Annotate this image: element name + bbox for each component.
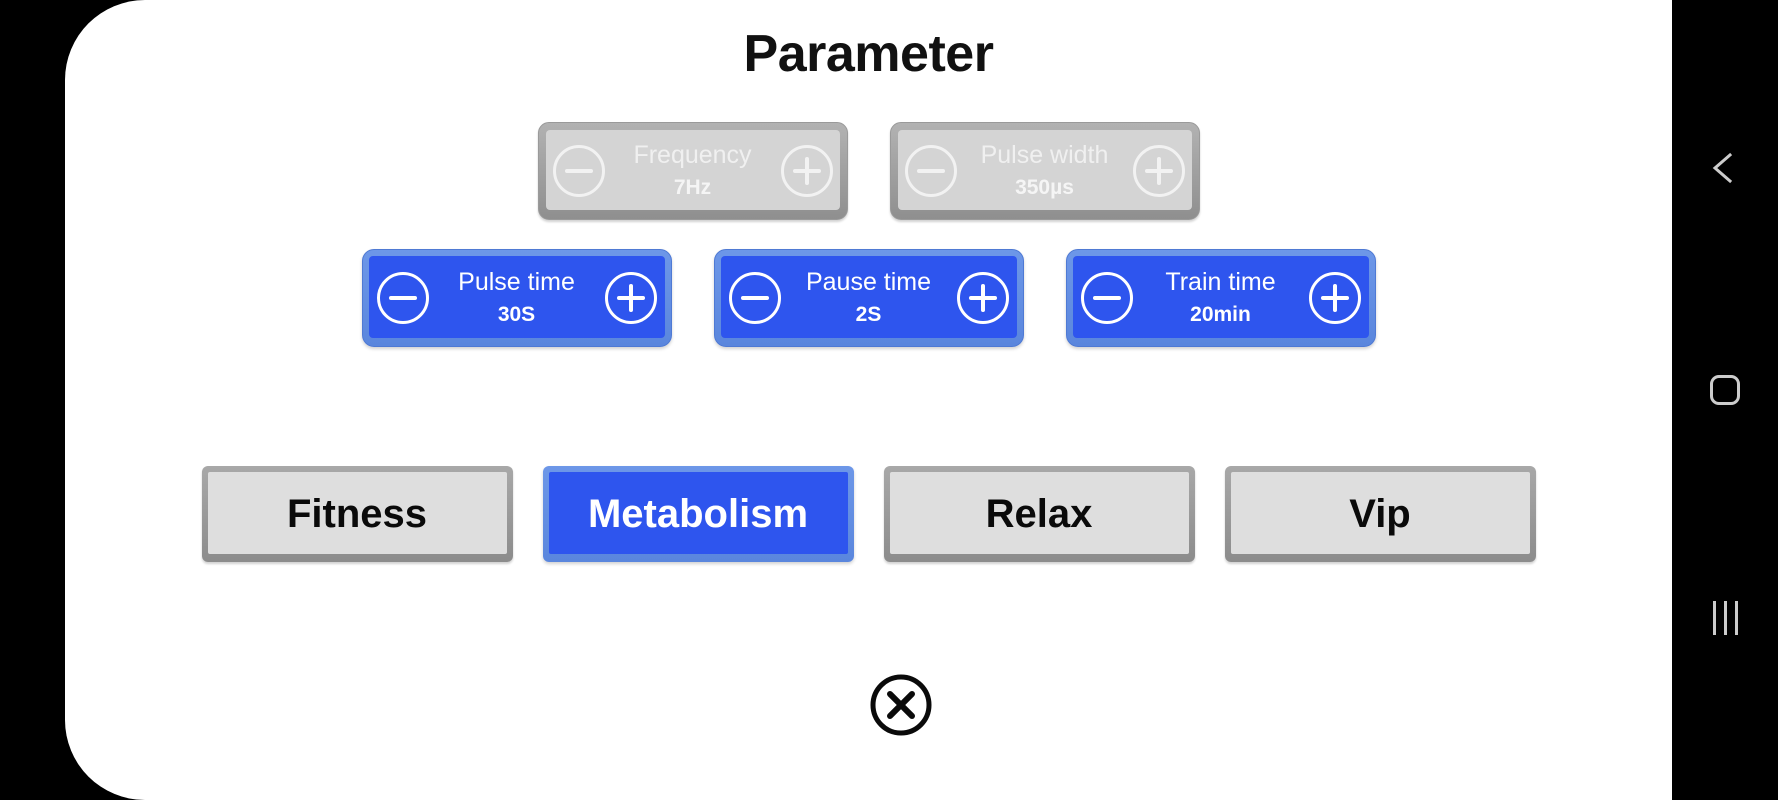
stepper-label: Pulse time bbox=[458, 267, 575, 296]
chevron-left-icon bbox=[1703, 146, 1747, 195]
stepper-center: Pulse time 30S bbox=[429, 268, 605, 328]
decrement-train-time-button[interactable] bbox=[1080, 272, 1133, 324]
close-circle-icon bbox=[868, 672, 934, 738]
bar-horizontal bbox=[388, 296, 417, 300]
home-square-icon bbox=[1710, 375, 1740, 405]
mode-button-row: Fitness Metabolism Relax Vip bbox=[65, 466, 1672, 562]
nav-recents-button[interactable] bbox=[1672, 588, 1778, 648]
mode-button-vip[interactable]: Vip bbox=[1224, 466, 1536, 562]
bar-horizontal bbox=[916, 169, 945, 173]
stepper-center: Frequency 7Hz bbox=[605, 141, 781, 201]
stepper-center: Train time 20min bbox=[1133, 268, 1309, 328]
stepper-frequency[interactable]: Frequency 7Hz bbox=[537, 122, 848, 220]
stepper-label: Pause time bbox=[805, 267, 932, 296]
increment-pulse-time-button[interactable] bbox=[604, 272, 657, 324]
stepper-pulse-width[interactable]: Pulse width 350µs bbox=[889, 122, 1200, 220]
bar-horizontal bbox=[1092, 296, 1121, 300]
stepper-label: Train time bbox=[1165, 267, 1276, 296]
bar-vertical bbox=[804, 157, 809, 185]
increment-pause-time-button[interactable] bbox=[956, 272, 1009, 324]
mode-button-face bbox=[207, 472, 507, 554]
close-button[interactable] bbox=[868, 672, 934, 738]
nav-back-button[interactable] bbox=[1672, 140, 1778, 200]
mode-button-fitness[interactable]: Fitness bbox=[201, 466, 513, 562]
increment-frequency-button[interactable] bbox=[780, 145, 833, 197]
recents-bars-icon bbox=[1712, 601, 1738, 635]
stepper-row-bottom: Pulse time 30S Pause time 2S Train time 20min bbox=[65, 249, 1672, 347]
stepper-label: Frequency bbox=[633, 140, 752, 169]
bar-horizontal bbox=[740, 296, 769, 300]
mode-button-relax[interactable]: Relax bbox=[883, 466, 1195, 562]
nav-home-button[interactable] bbox=[1672, 360, 1778, 420]
decrement-pause-time-button[interactable] bbox=[728, 272, 781, 324]
decrement-pulse-width-button[interactable] bbox=[904, 145, 957, 197]
app-sheet: Parameter Frequency 7Hz Pulse width 350µs P… bbox=[65, 0, 1672, 800]
mode-button-label: Metabolism bbox=[587, 491, 809, 536]
mode-button-label: Relax bbox=[985, 491, 1093, 536]
mode-button-face bbox=[1230, 472, 1530, 554]
increment-pulse-width-button[interactable] bbox=[1132, 145, 1185, 197]
decrement-pulse-time-button[interactable] bbox=[376, 272, 429, 324]
bar-vertical bbox=[1156, 157, 1161, 185]
stepper-row-top: Frequency 7Hz Pulse width 350µs bbox=[65, 122, 1672, 220]
bar-vertical bbox=[628, 284, 633, 312]
bar-vertical bbox=[980, 284, 985, 312]
stepper-value: 350µs bbox=[1015, 176, 1074, 200]
mode-button-metabolism[interactable]: Metabolism bbox=[542, 466, 854, 562]
stepper-value: 2S bbox=[855, 303, 882, 327]
stepper-train-time[interactable]: Train time 20min bbox=[1065, 249, 1376, 347]
android-nav-bar bbox=[1672, 0, 1778, 800]
mode-button-label: Fitness bbox=[286, 491, 428, 536]
mode-button-face bbox=[548, 472, 848, 554]
mode-button-face bbox=[889, 472, 1189, 554]
stepper-value: 20min bbox=[1190, 303, 1251, 327]
stepper-center: Pause time 2S bbox=[781, 268, 957, 328]
stepper-value: 7Hz bbox=[673, 176, 712, 200]
stepper-value: 30S bbox=[497, 303, 536, 327]
mode-button-label: Vip bbox=[1349, 491, 1411, 536]
page-title: Parameter bbox=[743, 25, 994, 83]
stepper-pause-time[interactable]: Pause time 2S bbox=[713, 249, 1024, 347]
stepper-label: Pulse width bbox=[980, 140, 1109, 169]
decrement-frequency-button[interactable] bbox=[552, 145, 605, 197]
bar-horizontal bbox=[564, 169, 593, 173]
stepper-center: Pulse width 350µs bbox=[957, 141, 1133, 201]
stepper-pulse-time[interactable]: Pulse time 30S bbox=[361, 249, 672, 347]
bar-vertical bbox=[1332, 284, 1337, 312]
increment-train-time-button[interactable] bbox=[1308, 272, 1361, 324]
